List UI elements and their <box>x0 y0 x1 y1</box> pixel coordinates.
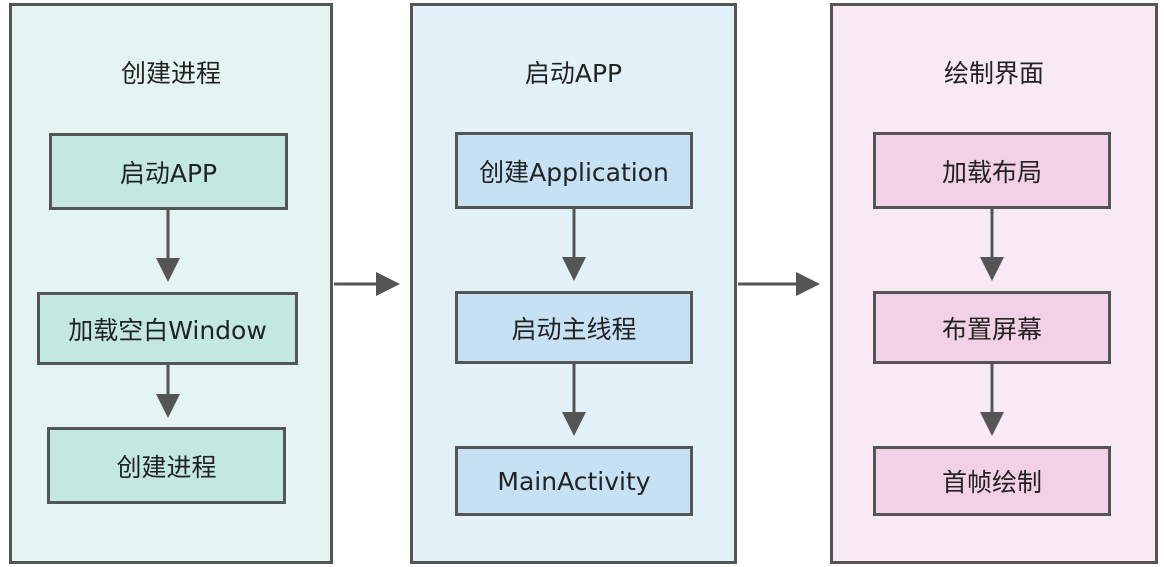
step-load-blank-window: 加载空白Window <box>37 292 298 365</box>
step-load-layout: 加载布局 <box>873 132 1111 209</box>
step-create-application: 创建Application <box>455 132 693 209</box>
step-start-app-1: 启动APP <box>49 133 288 210</box>
panel-title-create-process: 创建进程 <box>120 59 221 88</box>
step-start-main-thread: 启动主线程 <box>455 291 693 364</box>
step-first-frame-draw: 首帧绘制 <box>873 446 1111 516</box>
panel-title-start-app: 启动APP <box>524 59 623 88</box>
panel-title-draw-ui: 绘制界面 <box>943 59 1044 88</box>
step-main-activity: MainActivity <box>455 446 693 516</box>
step-create-process: 创建进程 <box>47 427 286 504</box>
step-arrange-screen: 布置屏幕 <box>873 291 1111 364</box>
